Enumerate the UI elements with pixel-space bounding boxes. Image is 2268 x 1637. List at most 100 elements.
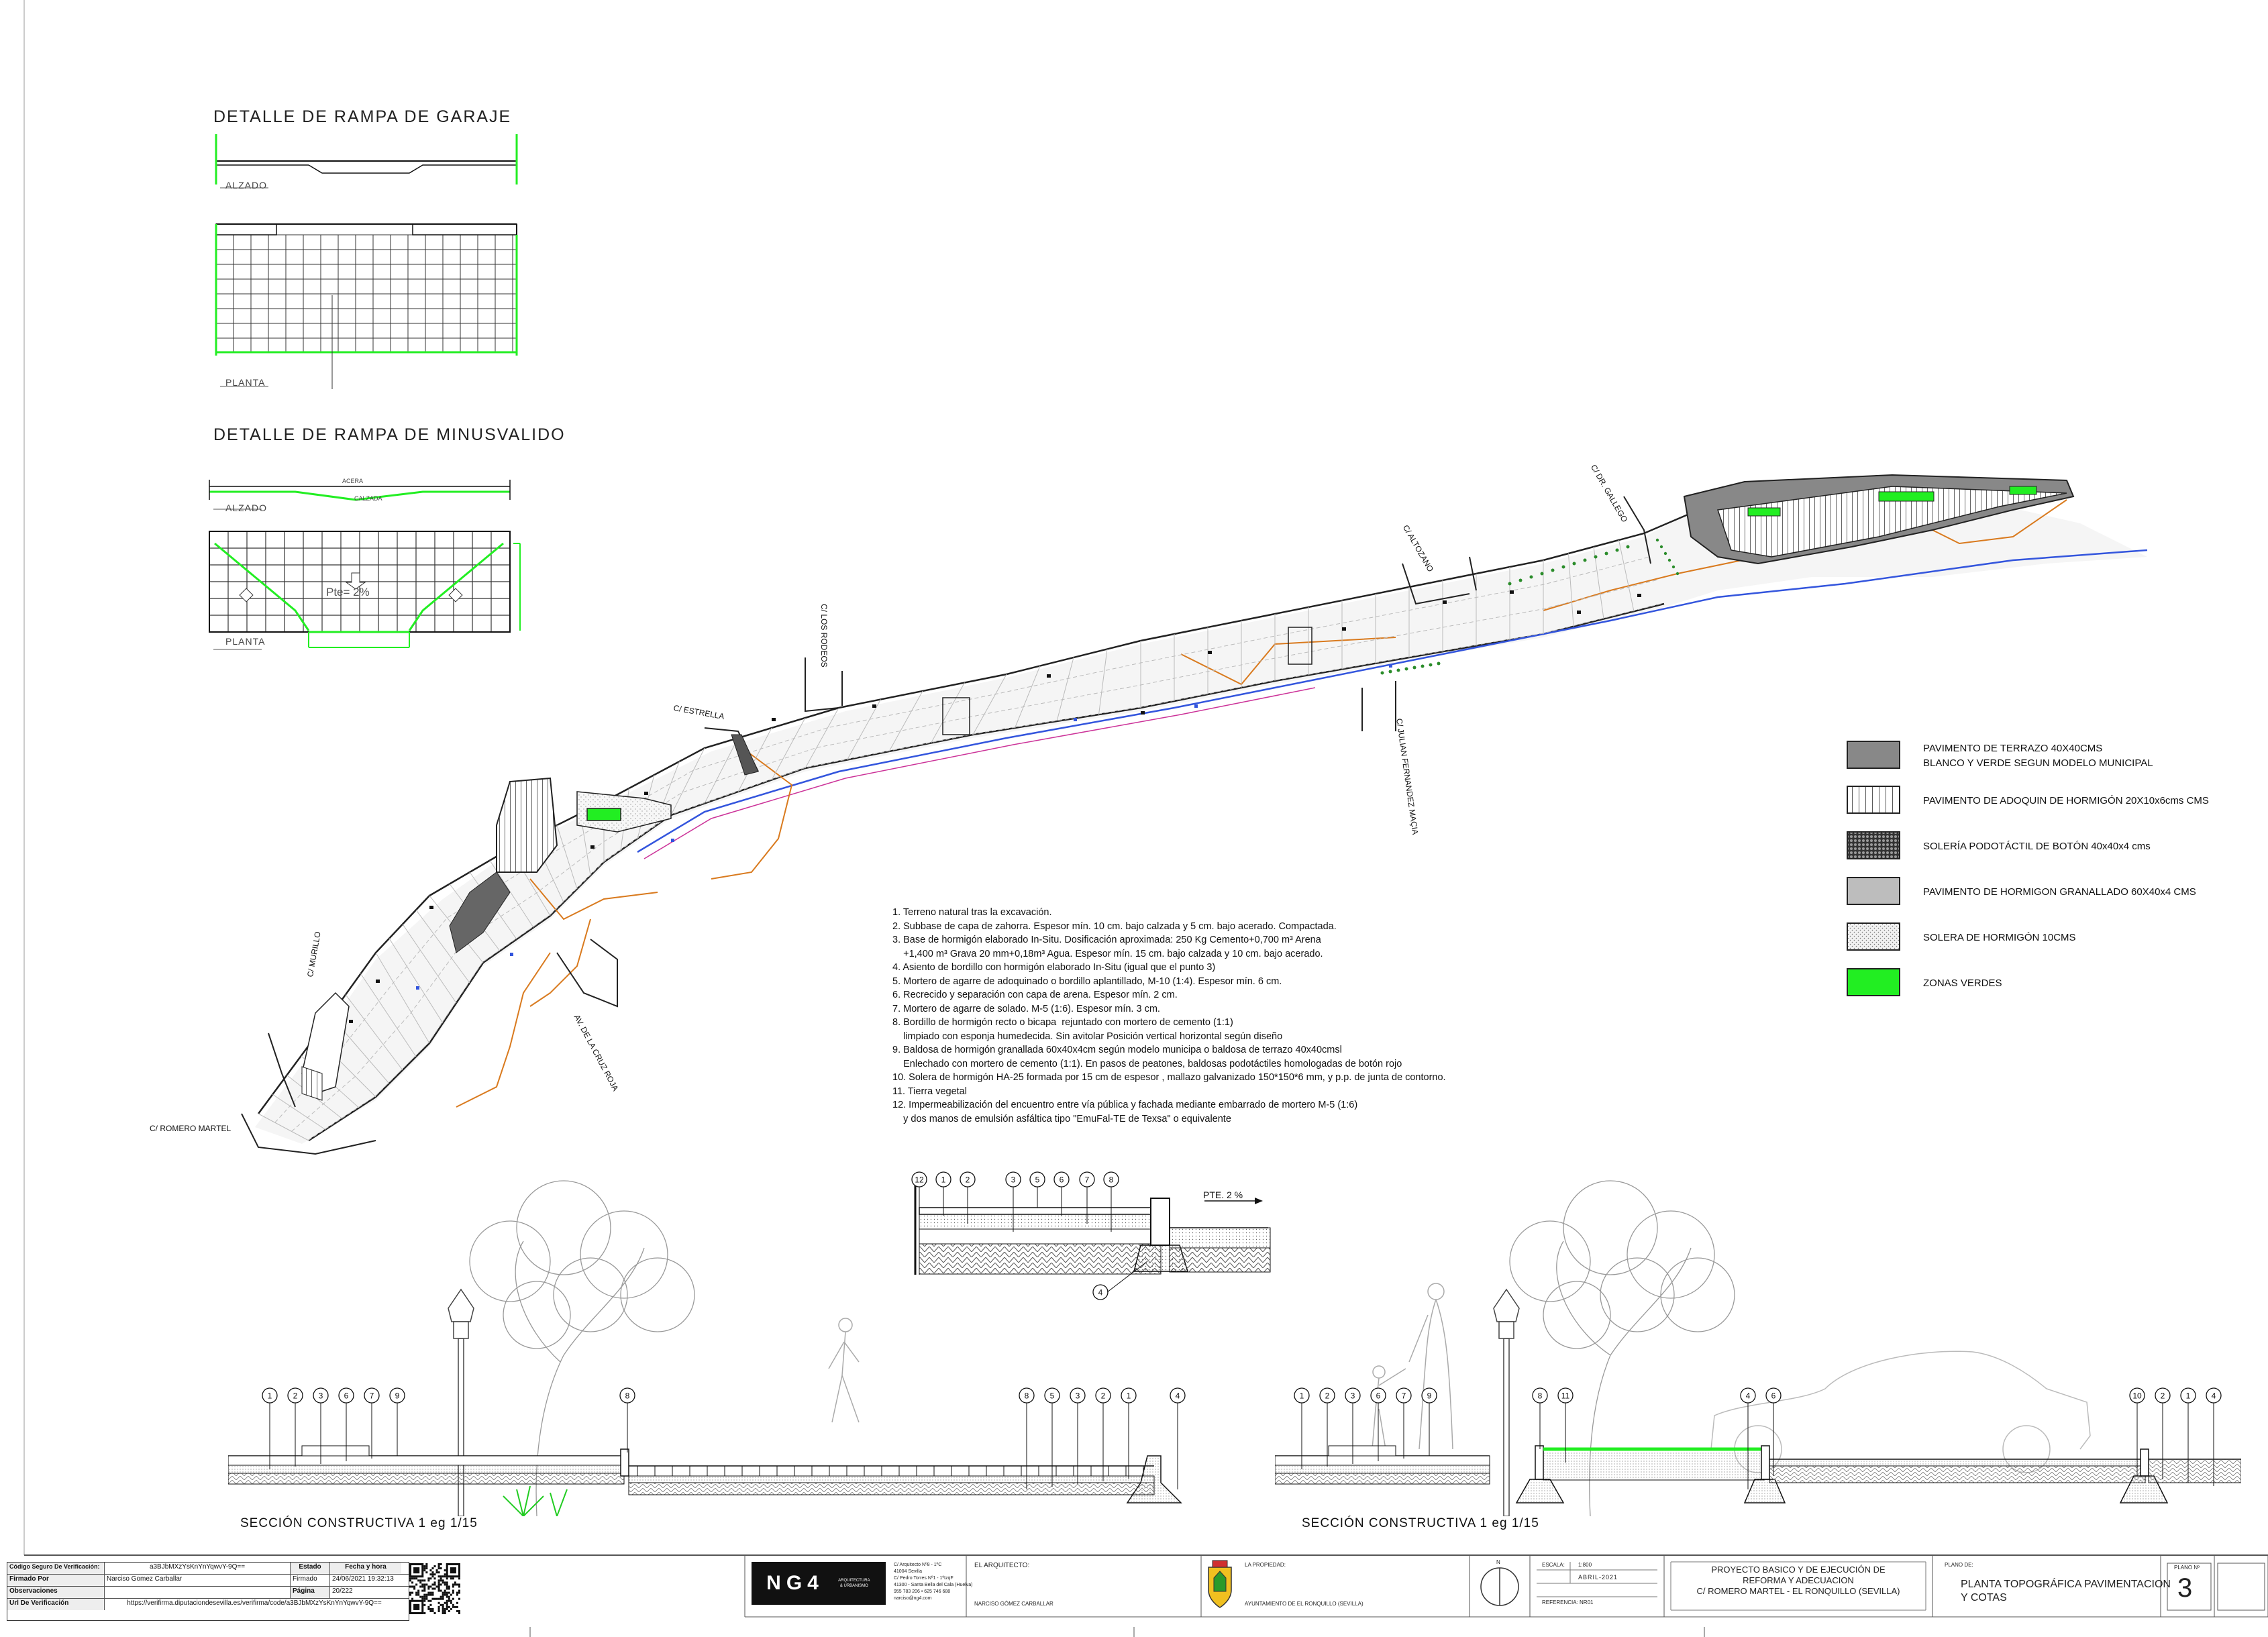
svg-text:6: 6 (1060, 1175, 1064, 1185)
green-zone-east-3 (2009, 486, 2037, 495)
note-line: limpiado con esponja humedecida. Sin avi… (892, 1031, 1283, 1042)
street-label-romero: C/ ROMERO MARTEL (150, 1124, 231, 1133)
disabled-alzado-label: ALZADO (225, 503, 268, 513)
plaza-paving-west-3 (576, 791, 672, 833)
plaza-paving-west (496, 777, 558, 873)
legend-item-granallado: PAVIMENTO DE HORMIGON GRANALLADO 60X40x4… (1923, 886, 2196, 898)
svg-text:2: 2 (2161, 1391, 2165, 1401)
legend-swatch-solera (1847, 922, 1900, 951)
coat-of-arms-icon (1208, 1560, 1232, 1608)
section-left-label: SECCIÓN CONSTRUCTIVA 1 eg 1/15 (240, 1516, 478, 1530)
code-value: a3BJbMXzYsKnYnYqwvY-9Q== (105, 1563, 291, 1574)
svg-text:3: 3 (1076, 1391, 1080, 1401)
svg-text:1: 1 (268, 1391, 272, 1401)
svg-text:1: 1 (1300, 1391, 1304, 1401)
garage-planta-label: PLANTA (225, 377, 266, 388)
svg-text:1: 1 (941, 1175, 946, 1185)
svg-text:7: 7 (1085, 1175, 1090, 1185)
callout-1: 1 (262, 1387, 278, 1469)
legend-swatch-granallado (1847, 877, 1900, 905)
svg-text:8: 8 (1538, 1391, 1543, 1401)
svg-text:3: 3 (319, 1391, 323, 1401)
note-line: 11. Tierra vegetal (892, 1086, 967, 1097)
svg-text:3: 3 (1351, 1391, 1355, 1401)
pedestrian-figure (828, 1318, 860, 1423)
note-line: y dos manos de emulsión asfáltica tipo "… (892, 1113, 1231, 1124)
legend-label: PAVIMENTO DE TERRAZO 40X40CMS (1923, 743, 2103, 754)
callout-12: 12 (911, 1171, 927, 1208)
callout-2: 2 (2155, 1387, 2171, 1479)
construction-notes: 1. Terreno natural tras la excavación. 2… (892, 906, 1463, 1126)
plant-left (503, 1485, 568, 1516)
disabled-ramp-slope: Pte= 2% (326, 586, 370, 598)
svg-text:11: 11 (1561, 1391, 1570, 1401)
callout-7: 7 (1079, 1171, 1095, 1224)
signed-by-label: Firmado Por (7, 1575, 105, 1586)
svg-text:2: 2 (1325, 1391, 1330, 1401)
page-label: Página (291, 1587, 330, 1598)
signed-date: 24/06/2021 19:32:13 (332, 1575, 394, 1583)
street-lamp-left (448, 1288, 474, 1516)
verification-table: Código Seguro De Verificación: a3BJbMXzY… (7, 1562, 409, 1621)
svg-text:4: 4 (2212, 1391, 2216, 1401)
callout-6: 6 (1053, 1171, 1070, 1216)
svg-text:4: 4 (1746, 1391, 1751, 1401)
qr-code[interactable] (409, 1563, 460, 1614)
architect-name: NARCISO GÓMEZ CARBALLAR (974, 1601, 1053, 1607)
note-line: 2. Subbase de capa de zahorra. Espesor m… (892, 920, 1337, 932)
estrella-block (731, 734, 759, 776)
side-street-altozano (1402, 563, 1470, 605)
plan-number: 3 (2177, 1573, 2193, 1603)
reference-label: REFERENCIA: NR01 (1542, 1599, 1594, 1605)
legend-item-terrazo: PAVIMENTO DE TERRAZO 40X40CMS BLANCO Y V… (1923, 741, 2153, 771)
svg-text:9: 9 (395, 1391, 400, 1401)
plan-of-label: PLANO DE: (1945, 1562, 1973, 1568)
green-zone-east-1 (1747, 507, 1781, 517)
orange-line-3 (1180, 637, 1396, 686)
callout-4: 4 (1092, 1284, 1109, 1300)
tree-left (469, 1180, 695, 1516)
note-line: 12. Impermeabilización del encuentro ent… (892, 1100, 1358, 1110)
callout-5: 5 (1044, 1387, 1060, 1487)
note-line: 10. Solera de hormigón HA-25 formada por… (892, 1072, 1446, 1083)
code-label: Código Seguro De Verificación: (7, 1563, 105, 1574)
date-value: ABRIL-2021 (1578, 1574, 1618, 1581)
callout-6: 6 (338, 1387, 354, 1461)
east-plaza-hatch (1717, 486, 2067, 558)
legend-swatch-adoquin (1847, 786, 1900, 814)
side-street-cruzroja (556, 939, 618, 1008)
note-line: 5. Mortero de agarre de adoquinado o bor… (892, 975, 1282, 987)
green-zone-west (586, 808, 621, 821)
side-street-romero (241, 1113, 376, 1155)
note-line: 9. Baldosa de hormigón granallada 60x40x… (892, 1045, 1342, 1055)
studio-logo-text: NG4 (766, 1572, 824, 1594)
garage-alzado-label: ALZADO (225, 180, 268, 191)
callout-4: 4 (1170, 1387, 1186, 1489)
studio-address-line: C/ Pedro Torres Nº1 - 1ºIzqF (894, 1576, 953, 1581)
studio-address-line: C/ Arquitecto Nº8 - 1ºC (894, 1563, 942, 1567)
orange-line-5 (529, 918, 591, 1007)
disabled-ramp-plan (209, 531, 521, 650)
observations-label: Observaciones (7, 1587, 105, 1598)
callout-1: 1 (1294, 1387, 1310, 1469)
north-label: N (1496, 1559, 1500, 1565)
callout-3: 3 (313, 1387, 329, 1464)
callout-1: 1 (935, 1171, 951, 1216)
svg-text:12: 12 (915, 1175, 924, 1185)
side-street-rodeos (805, 657, 839, 712)
project-title-line: PROYECTO BASICO Y DE EJECUCIÓN DE (1711, 1565, 1886, 1575)
svg-text:4: 4 (1176, 1391, 1180, 1401)
orange-line-2 (529, 878, 658, 920)
street-lamp-right (1493, 1288, 1520, 1516)
legend-item-adoquin: PAVIMENTO DE ADOQUIN DE HORMIGÓN 20X10x6… (1923, 795, 2209, 806)
callout-2: 2 (960, 1171, 976, 1224)
url-value[interactable]: https://verifirma.diputaciondesevilla.es… (127, 1599, 382, 1607)
blue-line (637, 549, 2148, 853)
orange-line-6 (456, 952, 551, 1108)
svg-text:2: 2 (1101, 1391, 1106, 1401)
disabled-planta-label: PLANTA (225, 636, 266, 647)
callout-3: 3 (1005, 1171, 1021, 1232)
scale-value: 1:800 (1578, 1562, 1592, 1568)
svg-text:1: 1 (2186, 1391, 2191, 1401)
